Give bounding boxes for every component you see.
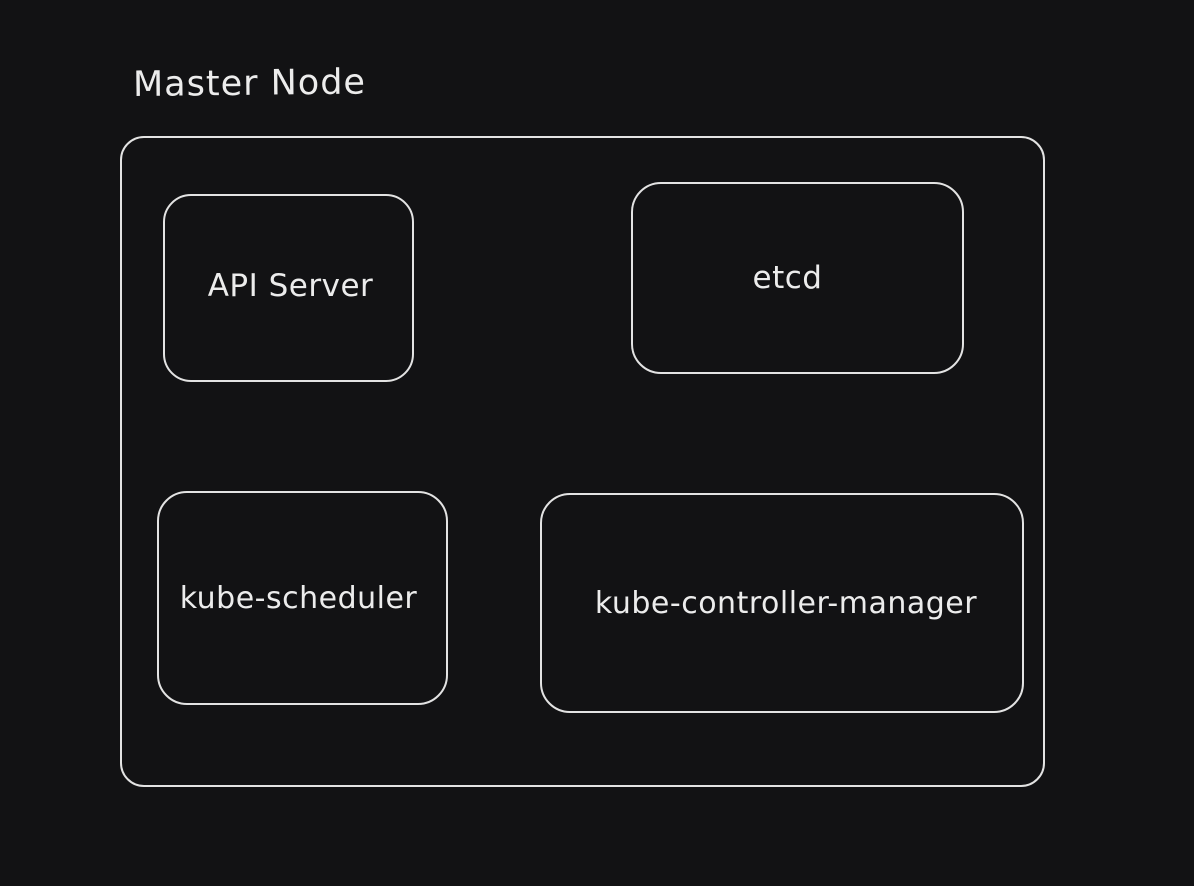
kube-scheduler-box: kube-scheduler: [157, 491, 448, 705]
api-server-label: API Server: [207, 268, 374, 304]
etcd-box: etcd: [631, 182, 964, 374]
api-server-box: API Server: [163, 194, 414, 382]
kube-controller-manager-box: kube-controller-manager: [540, 493, 1024, 713]
master-node-title: Master Node: [132, 62, 367, 105]
master-node-container: [120, 136, 1045, 787]
kube-scheduler-label: kube-scheduler: [179, 580, 418, 616]
etcd-label: etcd: [752, 260, 823, 296]
kube-controller-manager-label: kube-controller-manager: [594, 585, 978, 621]
